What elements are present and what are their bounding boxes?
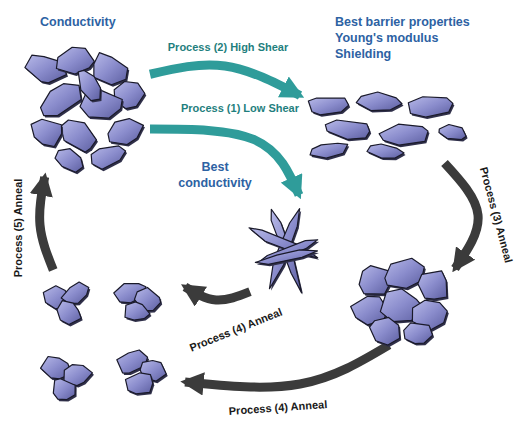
flake-face xyxy=(367,144,404,158)
flake-illustration xyxy=(250,195,320,300)
flake xyxy=(53,379,76,402)
flake-face xyxy=(439,125,466,140)
flake-face xyxy=(56,47,94,74)
flake xyxy=(255,250,319,266)
property-label: Conductivity xyxy=(40,14,116,30)
flake-illustration xyxy=(300,88,470,163)
node-caption: Conductivity xyxy=(40,14,116,30)
flake-face xyxy=(418,271,447,299)
flake-face xyxy=(379,124,428,145)
flake xyxy=(125,373,154,396)
flake xyxy=(404,323,434,346)
flake-face xyxy=(308,98,348,115)
flake-face xyxy=(356,92,402,111)
property-label: Young's modulus xyxy=(335,30,470,46)
flake-face xyxy=(404,323,433,344)
flake xyxy=(31,119,63,148)
flake xyxy=(370,317,402,347)
process-arrow xyxy=(150,129,299,195)
flake xyxy=(55,149,84,175)
process-arrow xyxy=(445,163,479,269)
flake xyxy=(308,98,350,117)
process-label: Process (4) Anneal xyxy=(188,305,284,354)
process-label: Process (1) Low Shear xyxy=(181,102,299,115)
property-label: Best conductivity xyxy=(175,159,255,191)
flake-face xyxy=(31,119,62,146)
node-caption: Best conductivity xyxy=(175,159,255,191)
flake-illustration xyxy=(30,270,185,410)
flake-illustration xyxy=(345,255,455,345)
flake xyxy=(57,301,83,327)
flake-cluster xyxy=(30,270,185,410)
flake xyxy=(78,70,102,102)
flake xyxy=(408,97,454,119)
flake-face xyxy=(408,97,453,117)
flake-face xyxy=(310,143,348,158)
flake-cluster: Conductivity xyxy=(15,40,150,177)
flake xyxy=(125,302,152,322)
process-label: Process (5) Anneal xyxy=(12,179,25,278)
flake-face xyxy=(325,120,369,139)
flake-face xyxy=(55,149,83,173)
flake xyxy=(310,143,349,160)
process-label: Process (4) Anneal xyxy=(228,398,327,418)
flake xyxy=(56,47,95,76)
node-caption: Best barrier propertiesYoung's modulusSh… xyxy=(335,14,470,62)
flake xyxy=(439,125,468,142)
flake xyxy=(41,84,83,118)
flake-face xyxy=(78,70,100,100)
process-arrow xyxy=(185,345,389,387)
flake-face xyxy=(53,379,75,400)
flake-face xyxy=(255,250,317,264)
flake-cluster: Best barrier propertiesYoung's modulusSh… xyxy=(300,88,470,163)
flake-face xyxy=(94,53,128,85)
process-label: Process (2) High Shear xyxy=(168,41,288,54)
flake-face xyxy=(125,302,150,320)
flake xyxy=(91,146,127,171)
flake-cluster: Best conductivity xyxy=(250,195,320,300)
flake-cluster xyxy=(345,255,455,345)
flake-face xyxy=(125,373,152,394)
flake-face xyxy=(41,84,82,116)
process-arrow xyxy=(185,287,250,300)
flake-face xyxy=(91,146,125,169)
flake xyxy=(356,92,403,113)
process-arrow xyxy=(150,65,300,96)
flake-face xyxy=(108,119,143,145)
property-label: Shielding xyxy=(335,46,470,62)
flake xyxy=(379,124,429,147)
flake-face xyxy=(370,317,400,345)
flake-face xyxy=(61,120,97,152)
flake xyxy=(418,271,449,301)
flake-face xyxy=(57,301,81,325)
flake xyxy=(325,120,371,141)
process-label: Process (3) Anneal xyxy=(477,166,515,265)
property-label: Best barrier properties xyxy=(335,14,470,30)
process-arrow xyxy=(40,177,54,270)
flake xyxy=(108,119,145,147)
flake-illustration xyxy=(15,40,150,177)
flake xyxy=(367,144,406,160)
flake-face xyxy=(61,282,89,304)
